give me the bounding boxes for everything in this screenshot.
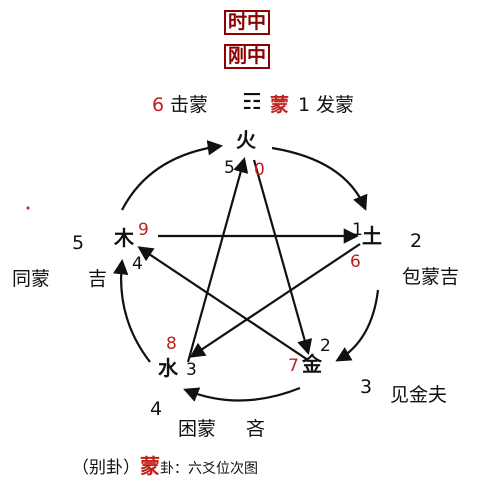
node-water-red-num: 8	[166, 334, 177, 354]
arc-fire-earth	[271, 146, 368, 211]
star-water-fire	[186, 157, 249, 363]
node-water-num: 3	[186, 360, 197, 380]
node-earth-num: 1	[352, 220, 363, 240]
node-fire: 火	[236, 128, 256, 152]
node-wood-num: 4	[132, 254, 143, 274]
node-wood: 木	[114, 226, 134, 250]
bottom-right-num: 3	[360, 376, 373, 398]
left-label-num: 5	[72, 232, 85, 254]
right-label-text: 包蒙吉	[402, 266, 460, 288]
top-right-text: 发蒙	[316, 94, 355, 116]
node-metal-num: 2	[320, 336, 331, 356]
arc-metal-water	[183, 386, 301, 402]
node-fire-red-num: 0	[254, 160, 265, 180]
arc-wood-fire	[121, 140, 224, 211]
top-right-num: 1	[298, 94, 311, 116]
header-box-shizhong: 时中	[224, 10, 271, 35]
footer-suffix: 卦：六爻位次图	[160, 461, 258, 477]
node-fire-num: 5	[224, 158, 235, 178]
footer-hex: 蒙	[140, 454, 160, 478]
bottom-num: 4	[150, 398, 163, 420]
bottom-text1: 困蒙	[178, 418, 217, 440]
node-earth-red-num: 6	[350, 252, 361, 272]
star-metal-wood	[137, 246, 309, 361]
trigram-icon: ☶	[242, 90, 262, 115]
red-dot	[26, 206, 30, 210]
node-earth: 土	[362, 224, 382, 248]
arc-earth-metal	[335, 289, 380, 362]
bottom-text2: 吝	[246, 418, 266, 440]
header-box-gangzhong: 刚中	[224, 44, 271, 69]
arc-water-wood	[113, 258, 151, 363]
top-left-num: 6	[152, 94, 165, 116]
right-label-num: 2	[410, 230, 423, 252]
star-earth-water	[189, 243, 361, 358]
node-wood-red-num: 9	[138, 220, 149, 240]
node-water: 水	[158, 356, 178, 380]
top-hex-char: 蒙	[270, 94, 290, 116]
bottom-right-text: 见金夫	[390, 384, 448, 406]
footer-prefix: （别卦）	[72, 458, 140, 478]
left-label-text1: 同蒙	[12, 268, 51, 290]
node-metal: 金	[302, 352, 322, 376]
left-label-text2: 吉	[88, 268, 108, 290]
node-metal-red-num: 7	[288, 356, 299, 376]
footer-caption: （别卦）蒙卦：六爻位次图	[72, 456, 258, 477]
star-fire-metal	[252, 159, 313, 355]
top-left-text: 击蒙	[170, 94, 209, 116]
